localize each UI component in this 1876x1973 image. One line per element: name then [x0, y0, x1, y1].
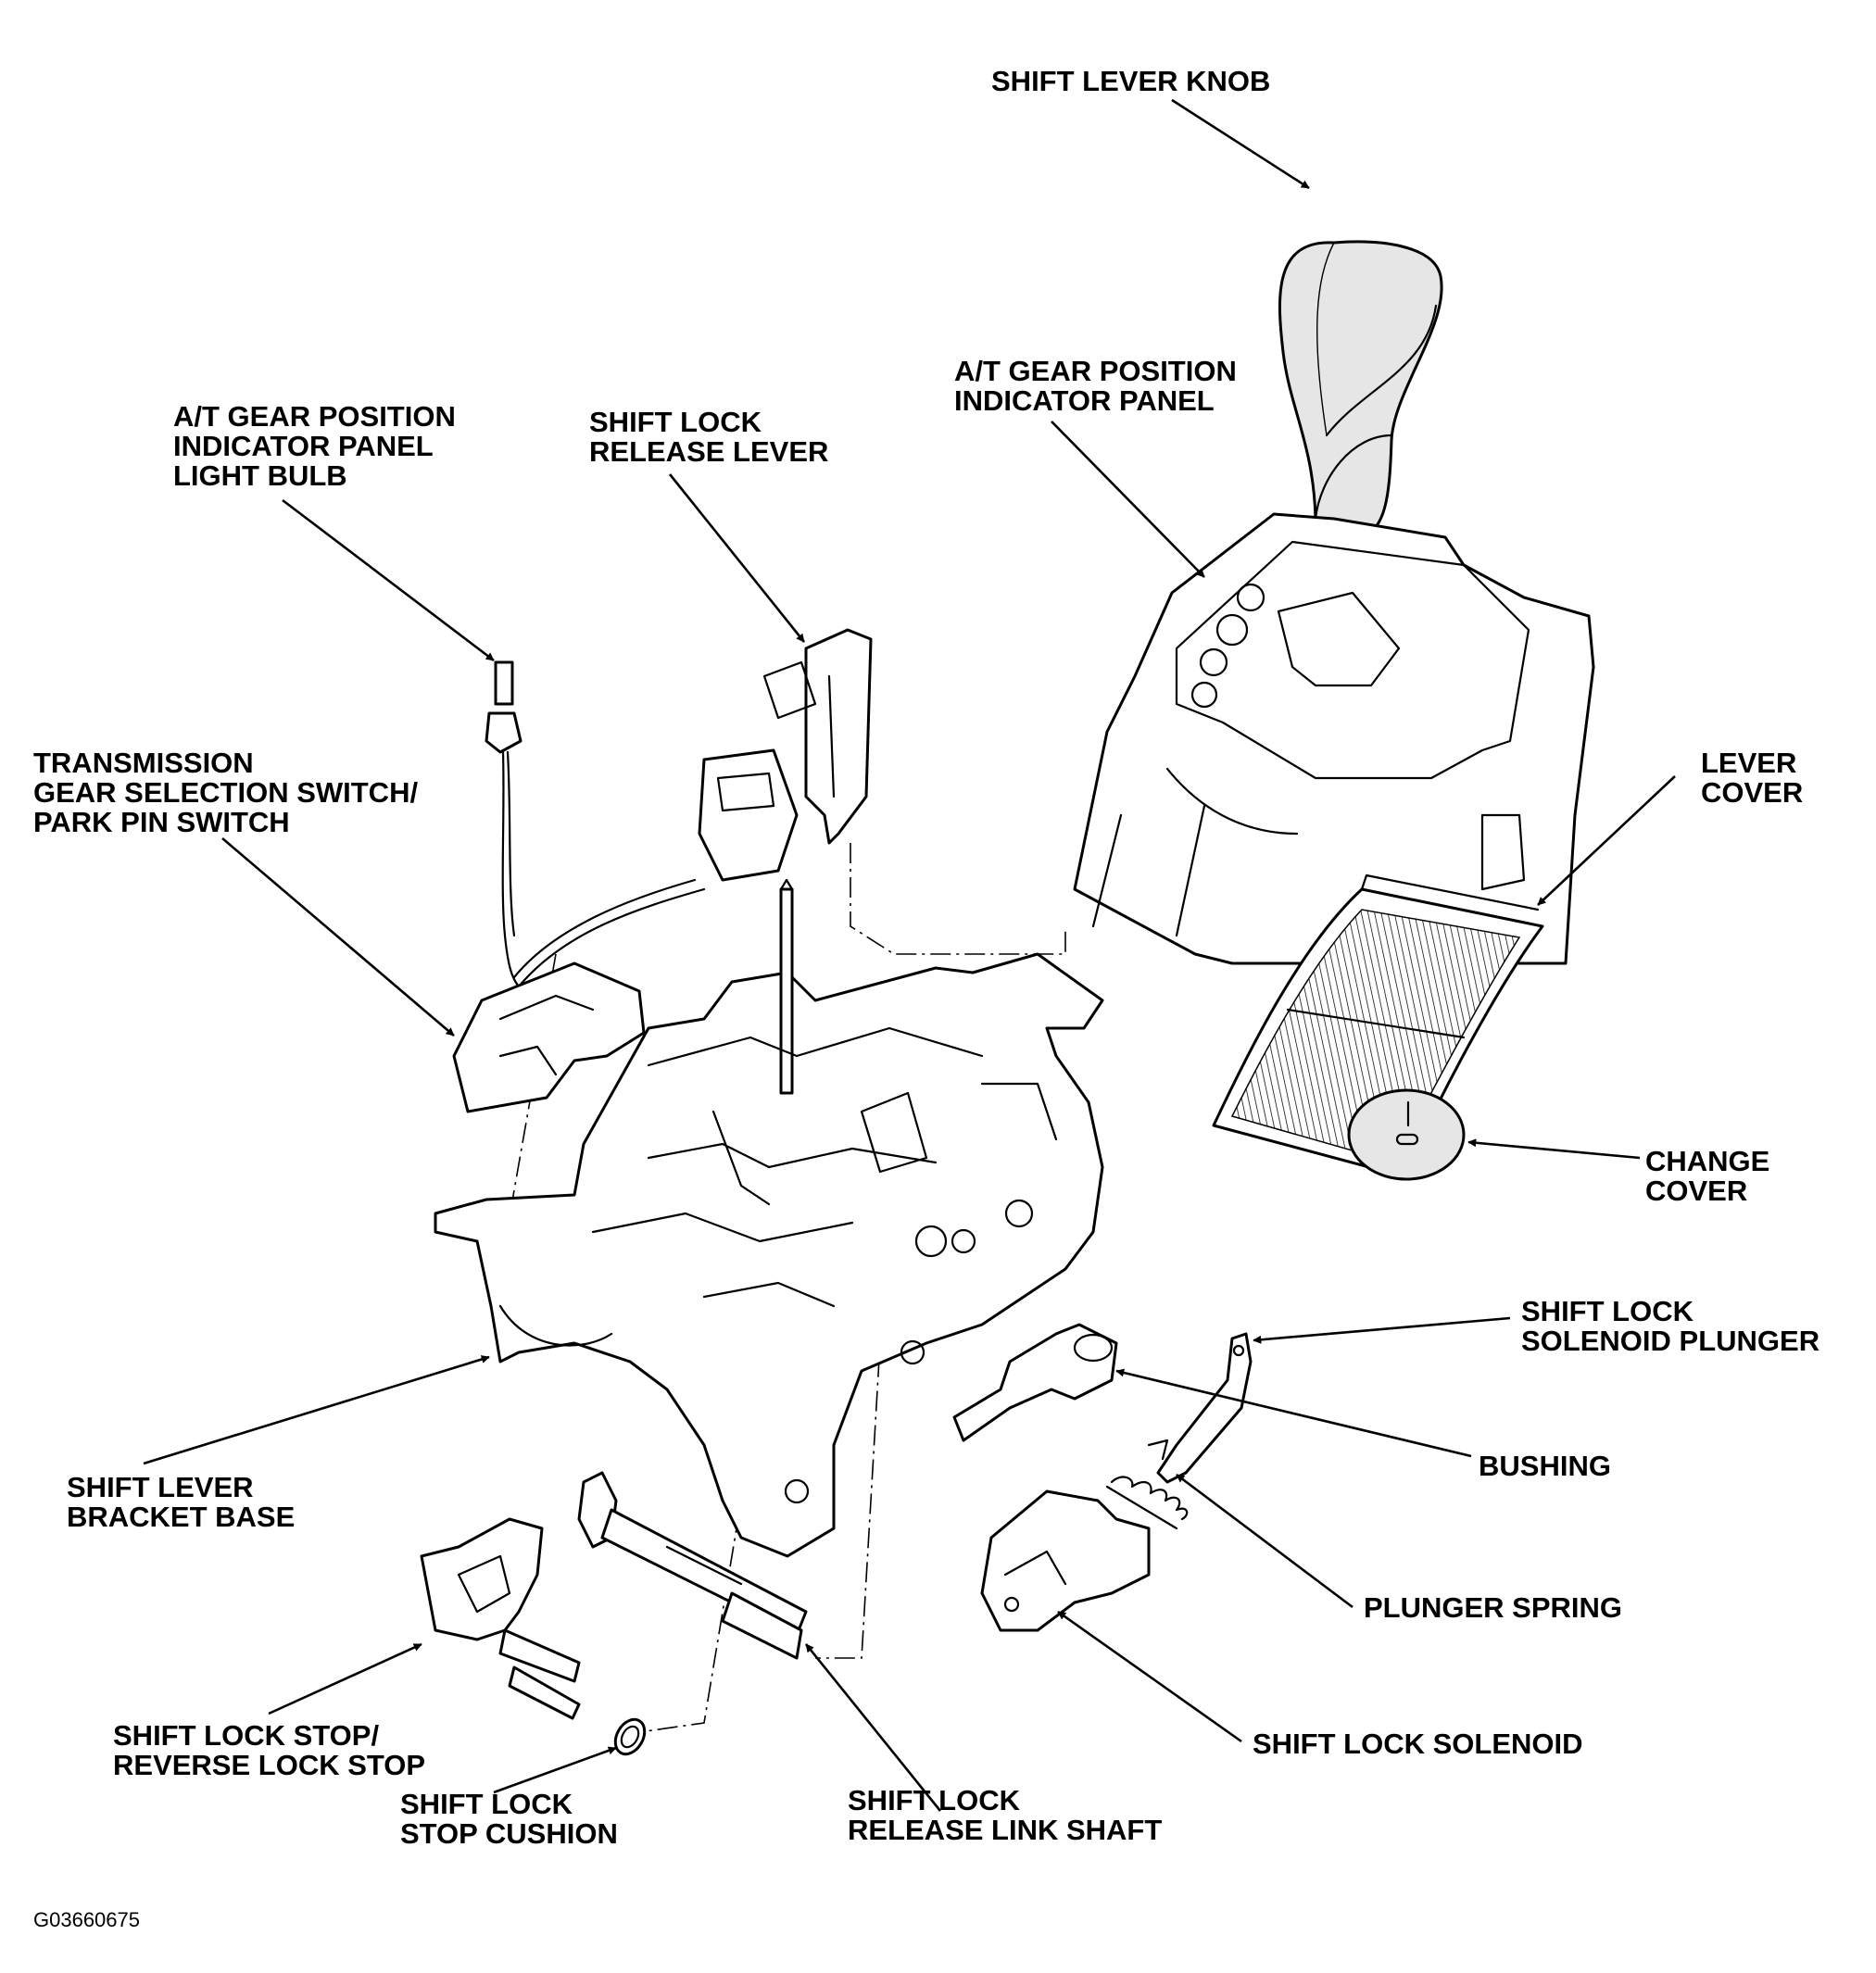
change-cover-part — [1347, 1088, 1466, 1181]
label-change-cover: CHANGE COVER — [1645, 1145, 1770, 1207]
link-shaft-part — [577, 1471, 808, 1660]
label-solenoid: SHIFT LOCK SOLENOID — [1253, 1728, 1583, 1760]
label-gear-switch: TRANSMISSION GEAR SELECTION SWITCH/ PARK… — [33, 747, 419, 838]
plunger-spring-part — [1105, 1439, 1189, 1530]
release-lever-part — [762, 628, 873, 845]
shift-lever-knob-part — [1278, 240, 1443, 539]
bushing-part — [952, 1323, 1118, 1442]
label-release-lever: SHIFT LOCK RELEASE LEVER — [589, 406, 829, 468]
label-link-shaft: SHIFT LOCK RELEASE LINK SHAFT — [848, 1784, 1163, 1846]
light-bulb-part — [485, 660, 525, 993]
label-light-bulb: A/T GEAR POSITION INDICATOR PANEL LIGHT … — [173, 400, 456, 492]
stop-cushion-part — [613, 1717, 647, 1756]
gear-switch-part — [452, 748, 799, 1113]
label-lever-cover: LEVER COVER — [1701, 747, 1804, 809]
label-stop-cushion: SHIFT LOCK STOP CUSHION — [400, 1788, 618, 1850]
solenoid-plunger-part — [1156, 1332, 1253, 1484]
indicator-panel-part — [1073, 512, 1595, 965]
label-lock-stop: SHIFT LOCK STOP/ REVERSE LOCK STOP — [113, 1719, 426, 1781]
bracket-base-part — [434, 878, 1104, 1558]
lock-stop-part — [420, 1517, 581, 1720]
label-bushing: BUSHING — [1479, 1450, 1611, 1482]
figure-id: G03660675 — [33, 1908, 140, 1931]
label-solenoid-plunger: SHIFT LOCK SOLENOID PLUNGER — [1521, 1295, 1820, 1357]
leader-lines — [143, 98, 1676, 1812]
solenoid-part — [980, 1489, 1151, 1632]
label-indicator-panel: A/T GEAR POSITION INDICATOR PANEL — [954, 355, 1237, 417]
label-shift-lever-knob: SHIFT LEVER KNOB — [991, 65, 1271, 97]
label-bracket-base: SHIFT LEVER BRACKET BASE — [67, 1471, 296, 1533]
label-plunger-spring: PLUNGER SPRING — [1364, 1591, 1623, 1624]
